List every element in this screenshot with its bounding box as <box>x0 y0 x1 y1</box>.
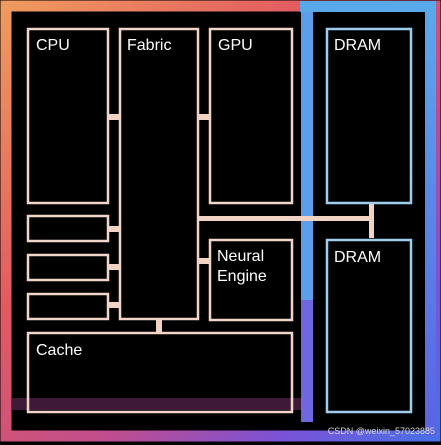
connector-fabric-neural <box>198 258 210 264</box>
chip-frame-top-right <box>300 1 436 12</box>
connectors <box>108 114 374 332</box>
connector-fabric-dram-bus <box>198 216 374 221</box>
dram-top-label: DRAM <box>334 37 382 54</box>
gpu-label: GPU <box>218 37 253 54</box>
connector-cpu-fabric <box>108 114 120 120</box>
fabric-label: Fabric <box>127 37 172 54</box>
io-block-3 <box>26 292 110 321</box>
io-block-2 <box>26 253 110 282</box>
cpu-label: CPU <box>36 37 70 54</box>
connector-fabric-cache <box>156 318 162 332</box>
dram-bottom-block <box>325 238 413 414</box>
dram-bottom-label: DRAM <box>334 249 382 266</box>
connector-small3-fabric <box>108 302 120 308</box>
chip-frame-right <box>425 6 436 436</box>
gpu-block <box>208 27 294 205</box>
cache-block <box>26 331 294 414</box>
neural-engine-block <box>208 238 294 322</box>
dram-top-block <box>325 27 413 205</box>
connector-small1-fabric <box>108 226 120 232</box>
fabric-block <box>118 27 200 321</box>
dram-separator-lower <box>301 300 313 422</box>
connector-dram-vertical <box>369 204 374 238</box>
bottom-inner-strip <box>12 398 302 410</box>
cpu-block <box>26 27 110 205</box>
cache-label: Cache <box>36 342 83 359</box>
io-block-1 <box>26 214 110 243</box>
connector-small2-fabric <box>108 264 120 270</box>
watermark-text: CSDN @weixin_57023885 <box>327 426 435 436</box>
neural-engine-label: Neural Engine <box>217 248 267 285</box>
connector-fabric-gpu <box>198 114 210 120</box>
